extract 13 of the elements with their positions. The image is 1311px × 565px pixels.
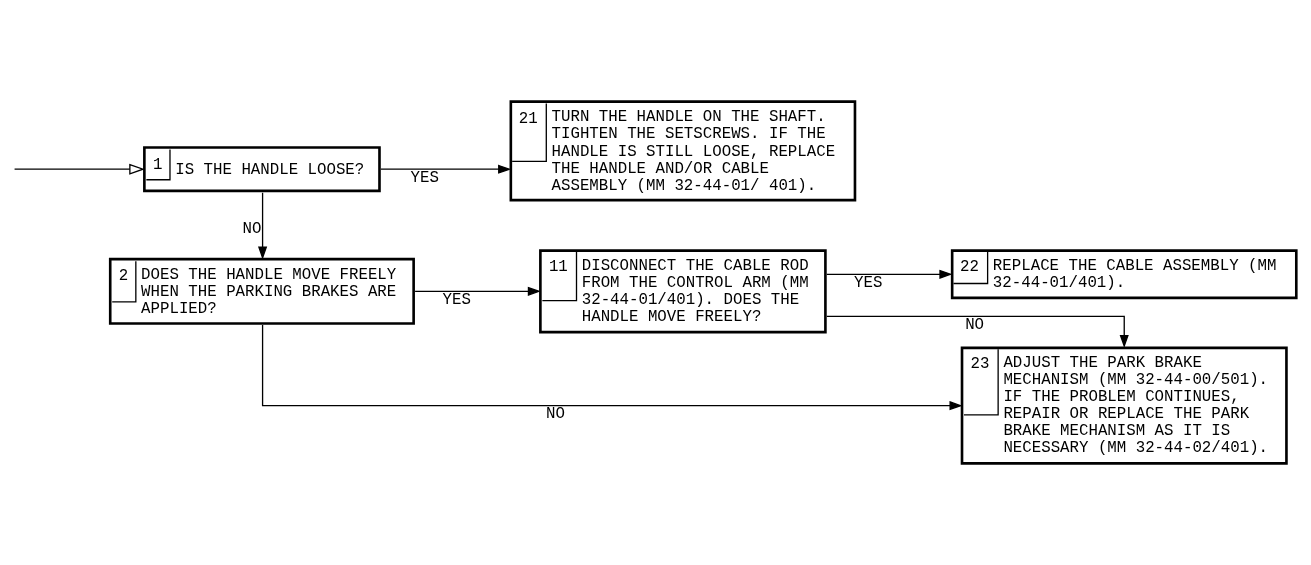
edge-label: YES bbox=[410, 168, 439, 187]
arrow bbox=[258, 192, 268, 260]
arrow bbox=[13, 163, 145, 175]
arrow bbox=[261, 324, 963, 411]
edge-label: NO bbox=[242, 219, 262, 238]
edge-label: NO bbox=[546, 405, 565, 424]
edge-label: YES bbox=[442, 290, 471, 309]
arrow bbox=[826, 269, 953, 279]
arrow bbox=[826, 315, 1129, 349]
edge-label: YES bbox=[854, 273, 883, 292]
arrow bbox=[414, 286, 541, 296]
arrow bbox=[380, 164, 512, 174]
edge-label: NO bbox=[965, 315, 985, 334]
